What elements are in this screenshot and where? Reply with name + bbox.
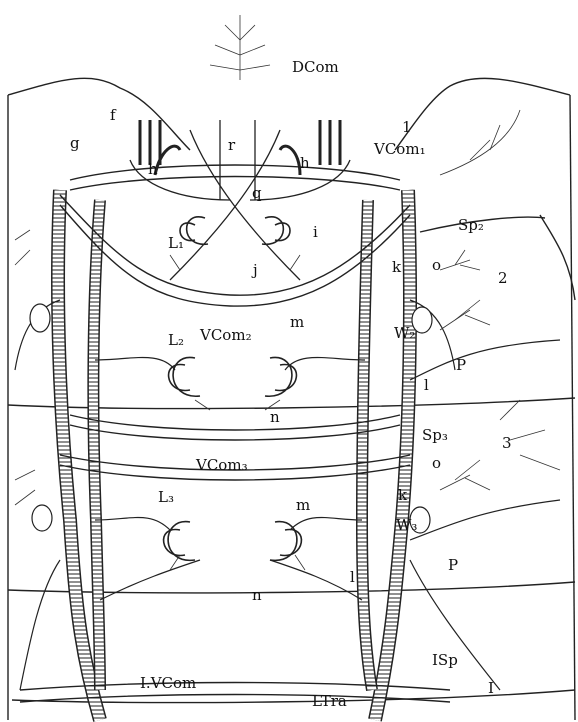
label-sp2: Sp₂ <box>458 216 484 234</box>
label-q: q <box>252 184 262 202</box>
label-isp: ISp <box>432 651 458 669</box>
label-m-lower: m <box>296 496 310 514</box>
label-vcom2: VCom₂ <box>199 326 252 344</box>
label-h-right: h <box>300 154 310 172</box>
label-k-upper: k <box>392 258 402 276</box>
label-g: g <box>70 134 80 152</box>
label-f: f <box>110 106 117 124</box>
label-l3: L₃ <box>158 488 174 506</box>
label-seg-I: I <box>488 679 494 697</box>
label-w3: W₃ <box>396 516 417 534</box>
label-k-lower: k <box>398 486 408 504</box>
label-i: i <box>313 223 318 241</box>
crossing-branches <box>130 120 350 280</box>
label-o-lower: o <box>432 454 441 472</box>
label-n-upper: n <box>270 408 280 426</box>
label-vcom1: VCom₁ <box>373 140 426 158</box>
label-l2: L₂ <box>168 331 184 349</box>
label-seg2: 2 <box>498 269 508 287</box>
label-j: j <box>251 261 258 279</box>
label-l-lower: l <box>350 568 355 586</box>
label-vcom3: VCom₃ <box>195 456 248 474</box>
label-ivcom: I.VCom <box>140 674 196 692</box>
label-dcom: DCom <box>292 58 339 76</box>
label-r: r <box>228 136 236 154</box>
label-l1: L₁ <box>168 234 184 252</box>
label-h-left: h <box>148 160 158 178</box>
label-p-upper: P <box>456 356 466 374</box>
hook-organs <box>164 217 302 560</box>
label-o-upper: o <box>432 256 441 274</box>
label-seg1: 1 <box>402 118 412 136</box>
label-sp3: Sp₃ <box>422 426 448 444</box>
label-m-upper: m <box>290 313 304 331</box>
label-ltra: LTra <box>312 692 347 710</box>
label-p-lower: P <box>448 556 458 574</box>
longitudinal-trunks <box>58 190 410 720</box>
label-w2: W₂ <box>394 324 415 342</box>
label-l-upper: l <box>424 376 429 394</box>
label-n-lower: n <box>252 586 262 604</box>
label-seg3: 3 <box>502 434 512 452</box>
